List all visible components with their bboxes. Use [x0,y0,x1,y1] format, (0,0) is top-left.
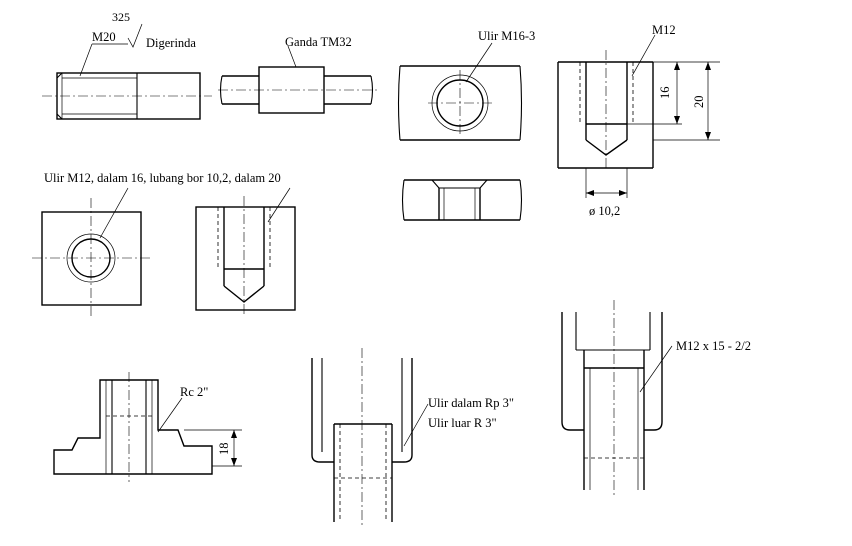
countersink [431,179,440,189]
flanged-body [53,379,213,475]
label-ulir-m16: Ulir M16-3 [478,29,535,43]
label-ganda-tm32: Ganda TM32 [285,35,352,49]
label-m12x15: M12 x 15 - 2/2 [676,339,751,353]
chamfer [56,72,63,79]
label-m20: M20 [92,30,116,44]
leader-line [639,345,673,393]
arrow-icon [674,62,680,70]
drill-point [223,285,265,303]
label-ulir-dalam: Ulir dalam Rp 3" [428,396,514,410]
fig-square-tapped-hole: Ulir M12, dalam 16, lubang bor 10,2, dal… [32,171,281,316]
fig-threaded-shaft-m20: 325 M20 Digerinda [42,10,212,120]
leader-line [267,187,291,223]
label-digerinda: Digerinda [146,36,196,50]
leader-line [79,43,93,77]
shaft-outline [56,72,201,120]
square-outline [41,211,142,306]
sleeve-outline [258,66,325,114]
fig-square-section [195,187,296,314]
break-line [519,65,523,141]
arrow-icon [674,116,680,124]
arrow-icon [586,190,594,196]
fig-plate-tapped-m16: Ulir M16-3 [397,29,535,141]
roughness-symbol-icon [127,23,143,48]
fig-blind-hole-m12: M12 16 20 ø 10,2 [557,23,720,218]
leader-line [465,42,493,83]
break-line [397,65,401,141]
arrow-icon [705,132,711,140]
label-ulir-m12-note: Ulir M12, dalam 16, lubang bor 10,2, dal… [44,171,281,185]
arrow-icon [619,190,627,196]
dim-18: 18 [217,443,231,456]
dim-20: 20 [692,96,706,109]
drill-point [585,139,628,156]
break-line [401,179,405,221]
label-m12: M12 [652,23,676,37]
leader-line [287,45,297,68]
leader-line [631,34,656,77]
label-ulir-luar: Ulir luar R 3" [428,416,497,430]
block-outline [195,206,296,311]
arrow-icon [231,458,237,466]
fig-plate-section [401,179,523,221]
break-line [370,75,374,105]
label-rc2: Rc 2" [180,385,208,399]
leader-line [99,187,129,239]
dim-16: 16 [658,87,672,100]
outer-right [644,312,663,431]
outer-left [561,312,584,431]
roughness-value: 325 [112,10,130,24]
outer-right [392,358,413,463]
break-line [519,179,523,221]
fig-m12x15: M12 x 15 - 2/2 [561,300,751,496]
fig-flanged-rc2: Rc 2" 18 [53,372,242,482]
arrow-icon [705,62,711,70]
leader-line [403,403,429,447]
fig-pipe-coupling: Ulir dalam Rp 3" Ulir luar R 3" [311,348,514,528]
outer-left [311,358,334,463]
break-line [219,75,223,105]
fig-shaft-sleeve-tm32: Ganda TM32 [218,35,380,114]
arrow-icon [231,430,237,438]
countersink [479,179,488,189]
chamfer [56,113,63,120]
leader-line [157,397,183,433]
dim-dia-10-2: ø 10,2 [589,204,620,218]
